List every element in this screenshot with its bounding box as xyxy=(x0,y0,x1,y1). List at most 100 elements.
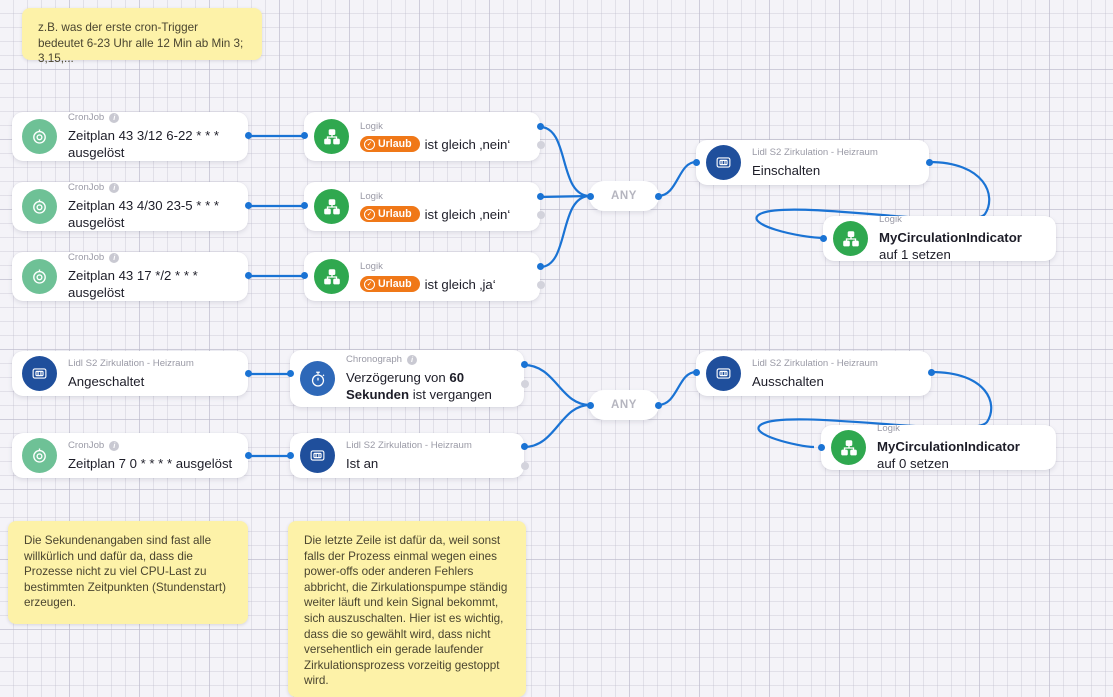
node-body-text: Zeitplan 43 4/30 23-5 * * * ausgelöst xyxy=(68,198,220,230)
node-body-text: ✓ Urlaub ist gleich ‚nein‘ xyxy=(360,136,510,153)
output-port[interactable] xyxy=(245,132,252,139)
node-body-text: Zeitplan 43 17 */2 * * * ausgelöst xyxy=(68,268,198,300)
stopwatch-icon xyxy=(300,361,335,396)
node-cronjob-trigger[interactable]: CronJob i Zeitplan 43 17 */2 * * * ausge… xyxy=(12,252,248,301)
node-body-text: Ausschalten xyxy=(752,373,824,389)
node-body-text: ✓ Urlaub ist gleich ‚nein‘ xyxy=(360,206,510,223)
input-port[interactable] xyxy=(287,452,294,459)
node-device-state[interactable]: Lidl S2 Zirkulation - Heizraum Ist an xyxy=(290,433,524,478)
cronjob-target-icon xyxy=(22,189,57,224)
input-port[interactable] xyxy=(301,272,308,279)
node-logic-condition[interactable]: Logik ✓ Urlaub ist gleich ‚ja‘ xyxy=(304,252,540,301)
input-port[interactable] xyxy=(818,444,825,451)
output-port-false[interactable] xyxy=(537,281,545,289)
node-cronjob-trigger[interactable]: CronJob i Zeitplan 43 4/30 23-5 * * * au… xyxy=(12,182,248,231)
node-body-text: Zeitplan 43 3/12 6-22 * * * ausgelöst xyxy=(68,128,220,160)
junction-any[interactable]: ANY xyxy=(589,390,659,420)
input-port[interactable] xyxy=(301,132,308,139)
node-type-label: Chronograph i xyxy=(346,354,510,366)
output-port-false[interactable] xyxy=(537,211,545,219)
variable-name: MyCirculationIndicator xyxy=(879,230,1022,245)
node-type-label: CronJob i xyxy=(68,252,234,264)
node-type-label: Lidl S2 Zirkulation - Heizraum xyxy=(346,439,472,451)
output-port[interactable] xyxy=(928,369,935,376)
variable-name: MyCirculationIndicator xyxy=(877,439,1020,454)
variable-badge[interactable]: ✓ Urlaub xyxy=(360,206,420,222)
device-icon xyxy=(706,356,741,391)
logic-sitemap-icon xyxy=(833,221,868,256)
node-body-text: ✓ Urlaub ist gleich ‚ja‘ xyxy=(360,276,496,293)
output-port-false[interactable] xyxy=(521,462,529,470)
node-device-state[interactable]: Lidl S2 Zirkulation - Heizraum Angeschal… xyxy=(12,351,248,396)
node-body-text: Verzögerung von 60 Sekunden ist vergange… xyxy=(346,369,510,403)
output-port-true[interactable] xyxy=(537,263,544,270)
node-body-text: Einschalten xyxy=(752,162,821,178)
node-body-text: MyCirculationIndicator auf 1 setzen xyxy=(879,229,1042,263)
delay-suffix: ist vergangen xyxy=(409,387,492,402)
node-type-label: Logik xyxy=(360,120,383,132)
node-type-label: Logik xyxy=(877,423,900,434)
node-logic-condition[interactable]: Logik ✓ Urlaub ist gleich ‚nein‘ xyxy=(304,112,540,161)
node-device-action[interactable]: Lidl S2 Zirkulation - Heizraum Einschalt… xyxy=(696,140,929,185)
logic-sitemap-icon xyxy=(314,189,349,224)
input-port[interactable] xyxy=(301,202,308,209)
input-port[interactable] xyxy=(693,369,700,376)
node-device-action[interactable]: Lidl S2 Zirkulation - Heizraum Ausschalt… xyxy=(696,351,931,396)
node-logic-condition[interactable]: Logik ✓ Urlaub ist gleich ‚nein‘ xyxy=(304,182,540,231)
output-port[interactable] xyxy=(245,272,252,279)
junction-output-port[interactable] xyxy=(655,193,662,200)
check-circle-icon: ✓ xyxy=(364,278,375,290)
variable-badge[interactable]: ✓ Urlaub xyxy=(360,276,420,292)
set-value-text: auf 1 setzen xyxy=(879,247,951,262)
device-icon xyxy=(22,356,57,391)
check-circle-icon: ✓ xyxy=(364,138,375,150)
check-circle-icon: ✓ xyxy=(364,208,375,220)
node-cronjob-trigger[interactable]: CronJob i Zeitplan 7 0 * * * * ausgelöst xyxy=(12,433,248,478)
output-port-false[interactable] xyxy=(537,141,545,149)
junction-input-port[interactable] xyxy=(587,193,594,200)
junction-input-port[interactable] xyxy=(587,402,594,409)
node-type-label: Lidl S2 Zirkulation - Heizraum xyxy=(68,357,194,369)
output-port[interactable] xyxy=(245,202,252,209)
output-port[interactable] xyxy=(245,452,252,459)
info-icon[interactable]: i xyxy=(407,355,418,365)
note-card[interactable]: z.B. was der erste cron-Trigger bedeutet… xyxy=(22,8,262,65)
node-logic-set-variable[interactable]: Logik MyCirculationIndicator auf 0 setze… xyxy=(821,423,1056,471)
output-port-true[interactable] xyxy=(521,361,528,368)
info-icon[interactable]: i xyxy=(109,253,120,263)
cronjob-target-icon xyxy=(22,438,57,473)
input-port[interactable] xyxy=(820,235,827,242)
output-port-true[interactable] xyxy=(537,123,544,130)
input-port[interactable] xyxy=(287,370,294,377)
node-cronjob-trigger[interactable]: CronJob i Zeitplan 43 3/12 6-22 * * * au… xyxy=(12,112,248,161)
node-type-label: CronJob i xyxy=(68,440,232,452)
node-type-label: Logik xyxy=(360,260,383,272)
node-type-label: Lidl S2 Zirkulation - Heizraum xyxy=(752,146,878,158)
logic-sitemap-icon xyxy=(314,259,349,294)
note-card[interactable]: Die letzte Zeile ist dafür da, weil sons… xyxy=(288,521,526,697)
node-chronograph-delay[interactable]: Chronograph i Verzögerung von 60 Sekunde… xyxy=(290,350,524,407)
info-icon[interactable]: i xyxy=(109,183,120,193)
info-icon[interactable]: i xyxy=(109,440,120,451)
output-port-true[interactable] xyxy=(537,193,544,200)
node-type-label: Lidl S2 Zirkulation - Heizraum xyxy=(752,357,878,369)
note-card[interactable]: Die Sekundenangaben sind fast alle willk… xyxy=(8,521,248,624)
junction-any[interactable]: ANY xyxy=(589,181,659,211)
junction-output-port[interactable] xyxy=(655,402,662,409)
output-port-true[interactable] xyxy=(521,443,528,450)
node-body-text: Zeitplan 7 0 * * * * ausgelöst xyxy=(68,455,233,471)
cronjob-target-icon xyxy=(22,259,57,294)
node-type-label: CronJob i xyxy=(68,112,234,124)
node-type-label: Logik xyxy=(360,190,383,202)
variable-badge[interactable]: ✓ Urlaub xyxy=(360,136,420,152)
node-logic-set-variable[interactable]: Logik MyCirculationIndicator auf 1 setze… xyxy=(823,214,1056,263)
info-icon[interactable]: i xyxy=(109,113,120,123)
output-port[interactable] xyxy=(245,370,252,377)
device-icon xyxy=(706,145,741,180)
output-port[interactable] xyxy=(926,159,933,166)
output-port-false[interactable] xyxy=(521,380,529,388)
node-body-text: Angeschaltet xyxy=(68,373,145,389)
input-port[interactable] xyxy=(693,159,700,166)
cronjob-target-icon xyxy=(22,119,57,154)
logic-sitemap-icon xyxy=(831,430,866,465)
